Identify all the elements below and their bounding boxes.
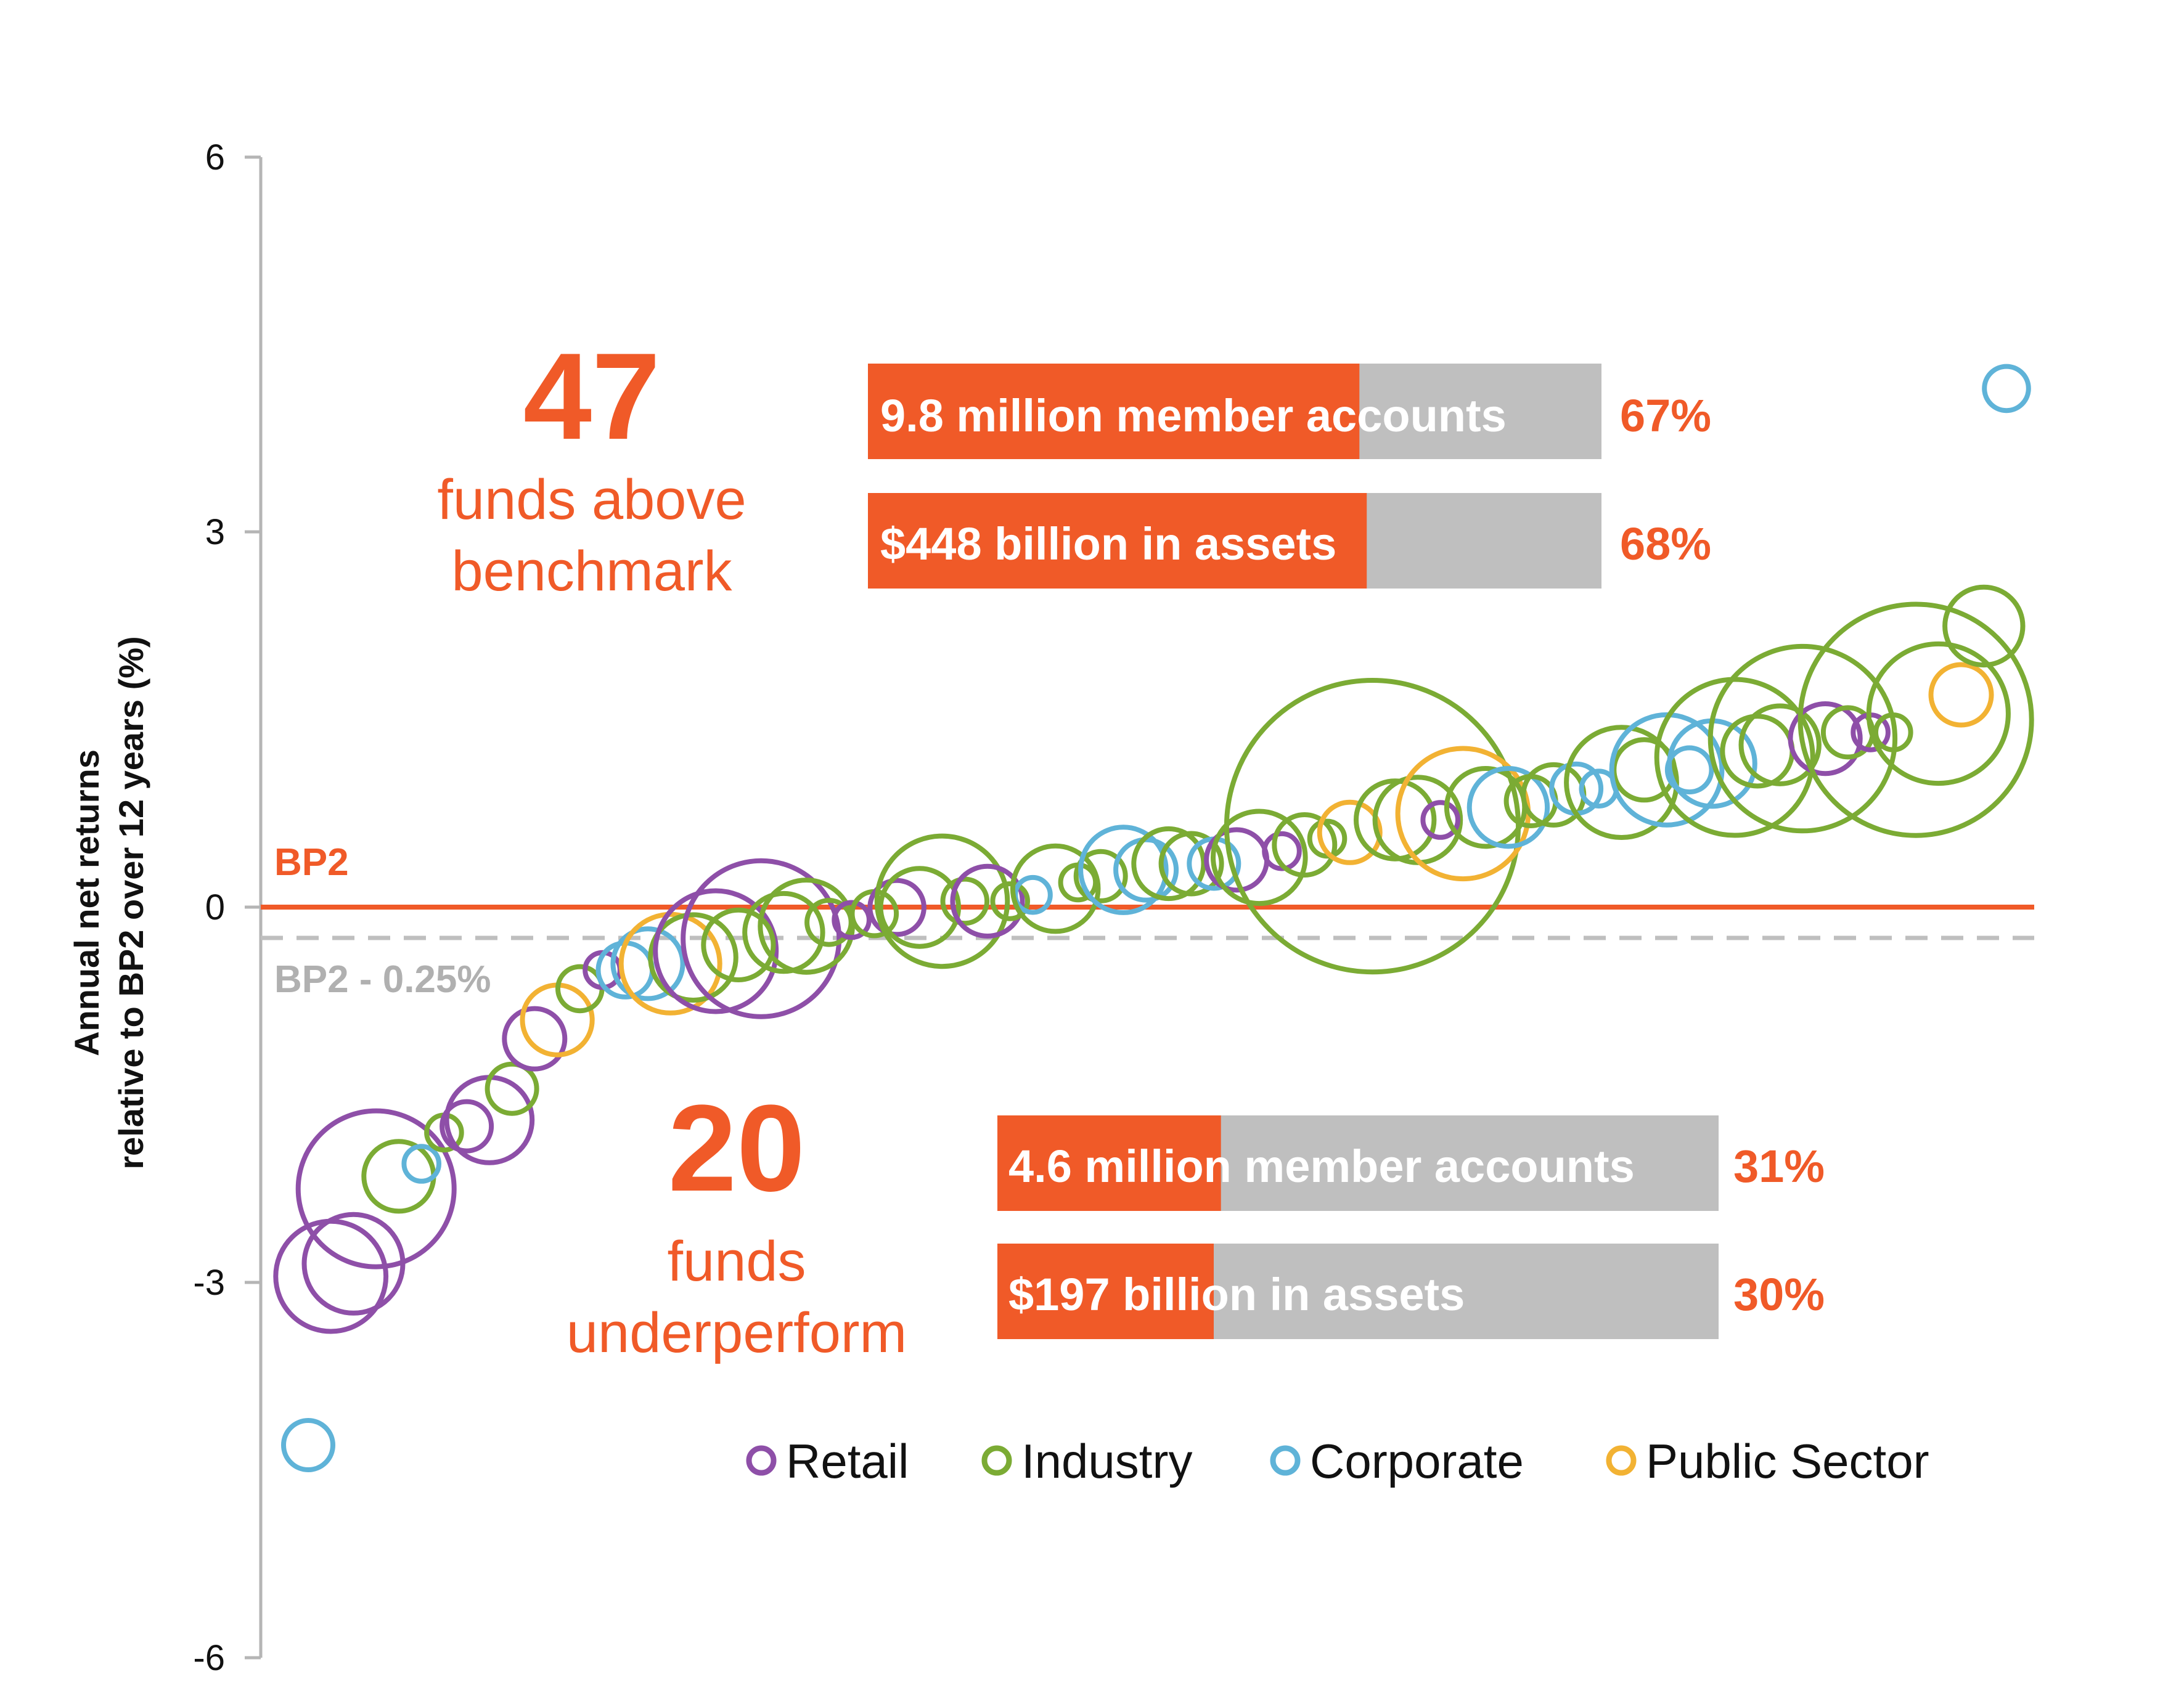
- below-line1: funds: [667, 1230, 806, 1293]
- bubble-industry: [940, 876, 990, 926]
- legend-item-retail: Retail: [746, 1434, 909, 1488]
- above-bar1-pct: 67%: [1620, 390, 1711, 441]
- above-line1: funds above: [437, 468, 746, 531]
- below-annotation: 20 funds underperform 4.6 million member…: [566, 1080, 1825, 1364]
- bubble-industry: [990, 881, 1030, 921]
- bubble-retail: [502, 1006, 568, 1072]
- bubble-industry: [1738, 703, 1822, 786]
- legend-marker-public-sector: [1606, 1445, 1637, 1476]
- below-bar2-label: $197 billion in assets: [1008, 1269, 1465, 1320]
- bubble-corporate: [1466, 766, 1550, 849]
- bubble-retail: [1420, 800, 1460, 840]
- above-count: 47: [523, 328, 660, 465]
- y-tick-label: -3: [193, 1263, 225, 1303]
- bubble-industry: [874, 833, 1010, 969]
- below-count: 20: [668, 1080, 805, 1217]
- below-bar2-pct: 30%: [1733, 1269, 1825, 1320]
- bubble-retail: [1262, 831, 1302, 871]
- legend-item-corporate: Corporate: [1270, 1434, 1524, 1488]
- bubble-industry: [742, 890, 825, 974]
- bubble-industry: [804, 898, 854, 947]
- legend-marker-corporate: [1270, 1445, 1301, 1476]
- bubble-industry: [878, 866, 962, 949]
- bp2-label: BP2: [274, 841, 349, 884]
- y-tick-label: 0: [205, 887, 225, 927]
- reference-lines: BP2 BP2 - 0.25%: [261, 841, 2034, 1001]
- bubble-industry: [1708, 643, 1898, 834]
- bubble-industry: [1073, 849, 1128, 903]
- legend-item-industry: Industry: [981, 1434, 1192, 1488]
- bubble-industry: [1866, 641, 2011, 786]
- y-tick-label: -6: [193, 1638, 225, 1678]
- bubble-industry: [701, 907, 776, 983]
- bubble-retail: [681, 858, 842, 1019]
- legend-label-industry: Industry: [1021, 1434, 1192, 1488]
- bubble-industry: [1272, 812, 1338, 878]
- y-axis-title-line2: relative to BP2 over 12 years (%): [112, 636, 150, 1169]
- above-bar2-pct: 68%: [1620, 518, 1711, 569]
- bubble-industry: [1798, 601, 2034, 838]
- legend-label-public-sector: Public Sector: [1646, 1434, 1929, 1488]
- bubble-industry: [361, 1139, 436, 1214]
- bubble-corporate: [401, 1144, 442, 1184]
- below-bar2-fill: [997, 1244, 1214, 1339]
- legend-label-retail: Retail: [786, 1434, 909, 1488]
- legend-label-corporate: Corporate: [1310, 1434, 1524, 1488]
- bubble-public-sector: [1928, 662, 1994, 728]
- legend-item-public-sector: Public Sector: [1606, 1434, 1929, 1488]
- below-bar1-fill: [997, 1115, 1221, 1211]
- bubble-retail: [653, 888, 779, 1014]
- bubble-industry: [1942, 584, 2026, 668]
- bubble-industry: [1158, 831, 1224, 897]
- above-bar1-label: 9.8 million member accounts: [880, 390, 1507, 441]
- bubble-retail: [273, 1218, 389, 1334]
- y-tick-label: 3: [205, 512, 225, 552]
- bubble-industry: [1010, 843, 1101, 934]
- above-annotation: 47 funds above benchmark 9.8 million mem…: [437, 328, 1711, 603]
- y-tick-label: 6: [205, 137, 225, 177]
- bubble-industry: [555, 964, 605, 1014]
- bubble-industry: [485, 1061, 539, 1116]
- above-bar1-fill: [868, 364, 1360, 459]
- bubble-public-sector: [1317, 799, 1383, 865]
- y-axis: 6 3 0 -3 -6: [193, 137, 263, 1678]
- below-line2: underperform: [566, 1302, 907, 1364]
- legend-marker-industry: [981, 1445, 1012, 1476]
- above-line2: benchmark: [451, 540, 732, 603]
- bubble-industry: [1564, 725, 1679, 840]
- y-axis-title-line1: Annual net returns: [67, 749, 106, 1056]
- above-bar2-label: $448 billion in assets: [880, 518, 1336, 569]
- legend-marker-retail: [746, 1445, 777, 1476]
- bubble-industry: [1873, 712, 1913, 752]
- bp2-minus-label: BP2 - 0.25%: [274, 958, 491, 1001]
- bubble-industry: [1131, 826, 1206, 902]
- bubble-corporate: [1982, 364, 2031, 414]
- bubble-retail: [867, 878, 926, 937]
- bubbles-layer: [273, 364, 2034, 1472]
- bubble-industry: [648, 912, 738, 1003]
- bubble-retail: [832, 900, 872, 940]
- bubble-retail: [950, 863, 1025, 939]
- bubble-corporate: [1078, 825, 1169, 915]
- bubble-retail: [1788, 701, 1863, 776]
- bubble-retail: [440, 1099, 494, 1154]
- below-bar1-pct: 31%: [1733, 1141, 1825, 1192]
- below-bar1-label: 4.6 million member accounts: [1008, 1141, 1635, 1192]
- y-axis-title: Annual net returns relative to BP2 over …: [67, 636, 150, 1169]
- bubble-corporate: [1664, 745, 1714, 795]
- bubble-corporate: [281, 1418, 335, 1472]
- legend: Retail Industry Corporate Public Sector: [746, 1434, 1929, 1488]
- above-bar2-fill: [868, 493, 1367, 589]
- bubble-corporate: [610, 926, 685, 1001]
- bubble-industry: [1307, 818, 1348, 859]
- bubble-industry: [1211, 809, 1308, 907]
- bubble-retail: [295, 1108, 457, 1269]
